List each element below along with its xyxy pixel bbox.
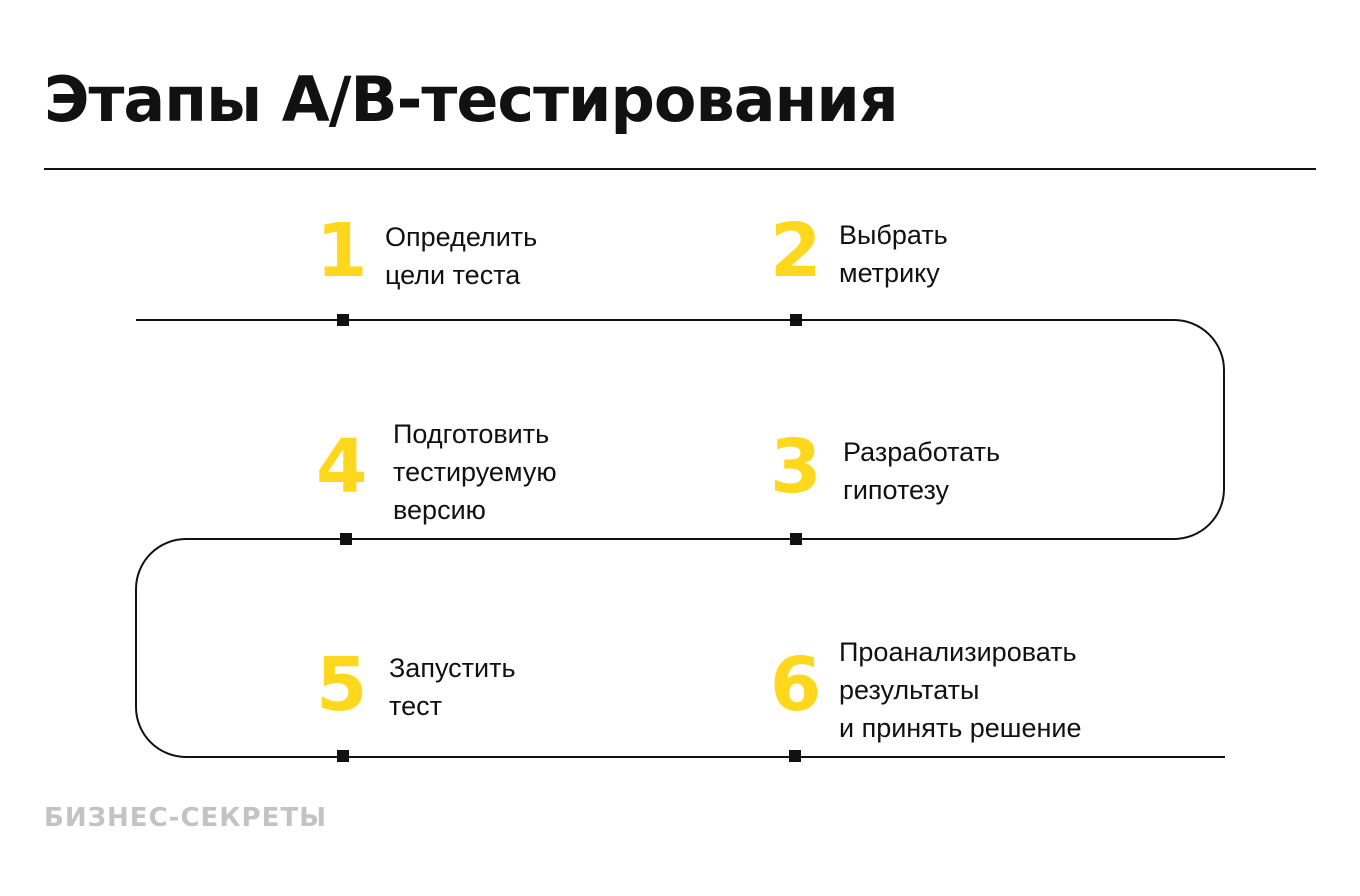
step-marker-4	[340, 533, 352, 545]
page-title: Этапы А/В-тестирования	[44, 63, 899, 136]
step-label-5: Запустить тест	[389, 653, 516, 721]
step-label-6: Проанализировать результаты и принять ре…	[839, 637, 1082, 743]
serpentine-line	[135, 319, 1225, 758]
step-marker-6	[789, 750, 801, 762]
step-number-1: 1	[316, 208, 368, 294]
step-number-3: 3	[770, 424, 822, 510]
step-marker-5	[337, 750, 349, 762]
title-divider	[44, 168, 1316, 170]
step-number-2: 2	[770, 208, 822, 294]
brand-logo: БИЗНЕС-СЕКРЕТЫ	[44, 803, 328, 833]
step-label-1: Определить цели теста	[385, 222, 538, 290]
step-number-6: 6	[770, 642, 822, 728]
step-number-5: 5	[316, 642, 368, 728]
step-label-3: Разработать гипотезу	[843, 437, 1001, 505]
step-marker-2	[790, 314, 802, 326]
step-label-4: Подготовить тестируемую версию	[393, 419, 557, 525]
step-marker-3	[790, 533, 802, 545]
step-number-4: 4	[316, 424, 368, 510]
step-label-2: Выбрать метрику	[839, 220, 948, 288]
step-marker-1	[337, 314, 349, 326]
